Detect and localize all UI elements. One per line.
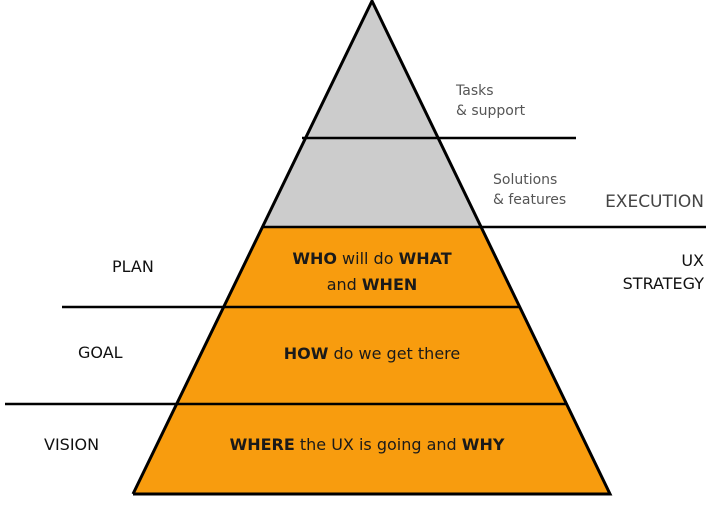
plan-text-line1: WHO will do WHAT bbox=[292, 249, 451, 268]
goal-layer bbox=[176, 307, 567, 404]
tasks-layer bbox=[305, 2, 438, 138]
vision-rest: the UX is going and bbox=[295, 435, 462, 454]
vision-why: WHY bbox=[462, 435, 505, 454]
plan-label: PLAN bbox=[112, 257, 154, 276]
goal-label: GOAL bbox=[78, 343, 123, 362]
plan-and: and bbox=[327, 275, 362, 294]
strategy-label: STRATEGY bbox=[623, 274, 705, 293]
plan-text-line2: and WHEN bbox=[327, 275, 418, 294]
plan-what: WHAT bbox=[399, 249, 452, 268]
plan-will-do: will do bbox=[337, 249, 399, 268]
plan-layer bbox=[223, 227, 520, 307]
goal-rest: do we get there bbox=[328, 344, 460, 363]
vision-layer bbox=[133, 404, 610, 494]
plan-when: WHEN bbox=[362, 275, 417, 294]
ux-label: UX bbox=[681, 251, 704, 270]
goal-how: HOW bbox=[284, 344, 329, 363]
tasks-label-1: Tasks bbox=[455, 83, 494, 99]
solutions-layer bbox=[262, 138, 481, 227]
plan-who: WHO bbox=[292, 249, 337, 268]
vision-text: WHERE the UX is going and WHY bbox=[230, 435, 505, 454]
pyramid-outline bbox=[131, 0, 613, 496]
vision-where: WHERE bbox=[230, 435, 295, 454]
tasks-label-2: & support bbox=[456, 103, 526, 119]
execution-label: EXECUTION bbox=[605, 192, 704, 212]
vision-label: VISION bbox=[44, 435, 99, 454]
solutions-label-2: & features bbox=[493, 192, 566, 208]
solutions-label-1: Solutions bbox=[493, 172, 557, 188]
goal-text: HOW do we get there bbox=[284, 344, 460, 363]
